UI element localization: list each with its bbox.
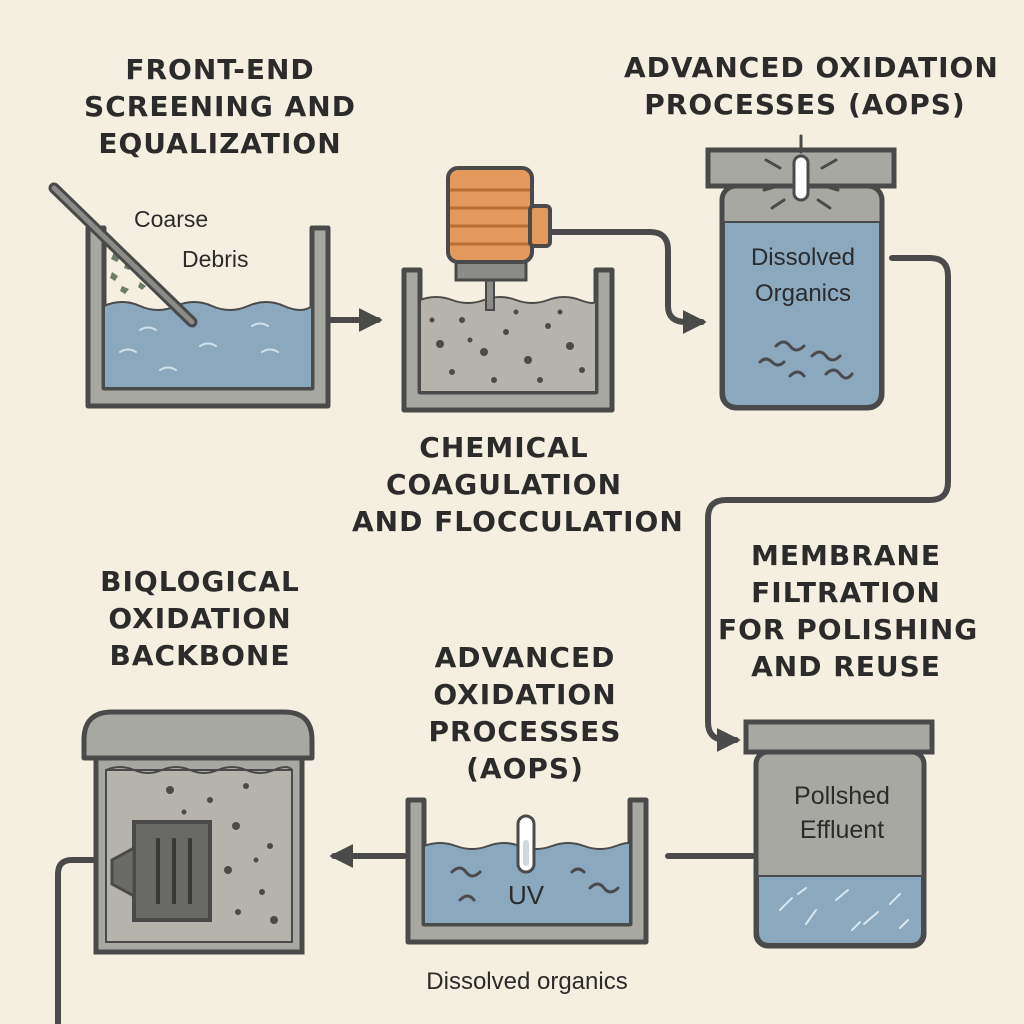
uv-organics (450, 866, 620, 902)
pipe-biological-outlet (55, 857, 101, 1024)
label-polished: Pollshed (794, 782, 890, 810)
label-organics-top: Organics (754, 280, 852, 307)
water-ripples (119, 322, 279, 371)
uv-lamp-top (762, 134, 840, 210)
title-coagulation: CHEMICAL COAGULATION AND FLOCCULATION (352, 431, 684, 538)
filter-fibers (779, 887, 909, 931)
title-screening: FRONT-END SCREENING AND EQUALIZATION (84, 53, 356, 160)
label-uv: UV (507, 880, 545, 910)
aop-bottom-tank (405, 797, 649, 945)
title-aop-bottom: ADVANCED OXIDATION PROCESSES (AOPS) (428, 641, 622, 785)
aerator-unit (110, 820, 212, 922)
caption-dissolved-organics: Dissolved organics (426, 968, 628, 995)
title-biological: BIQLOGICAL OXIDATION BACKBONE (100, 565, 300, 672)
screening-water (103, 301, 313, 389)
coagulation-tank (401, 166, 615, 413)
mixer-motor (446, 166, 552, 282)
pipe-coagulation-to-aop (545, 229, 707, 334)
screening-tank (48, 182, 331, 409)
pipe-aop-to-membrane (705, 255, 951, 752)
uv-lamp-bottom (516, 814, 536, 874)
label-effluent: Effluent (799, 816, 885, 844)
aop-bottom-water (423, 842, 632, 925)
biological-tank (81, 709, 315, 955)
organics-squiggles (758, 340, 854, 380)
label-dissolved-top: Dissolved (750, 244, 856, 271)
flow-pipes (55, 229, 951, 1024)
membrane-water (757, 875, 923, 945)
floc-particles (429, 309, 585, 383)
title-membrane: MEMBRANE FILTRATION FOR POLISHING AND RE… (718, 539, 979, 683)
biomass-particles (166, 783, 278, 924)
label-debris: Debris (182, 246, 249, 272)
aop-top-tank (705, 134, 897, 411)
label-coarse: Coarse (134, 206, 209, 232)
title-aop-top: ADVANCED OXIDATION PROCESSES (AOPS) (624, 51, 999, 121)
membrane-tank (743, 719, 935, 949)
